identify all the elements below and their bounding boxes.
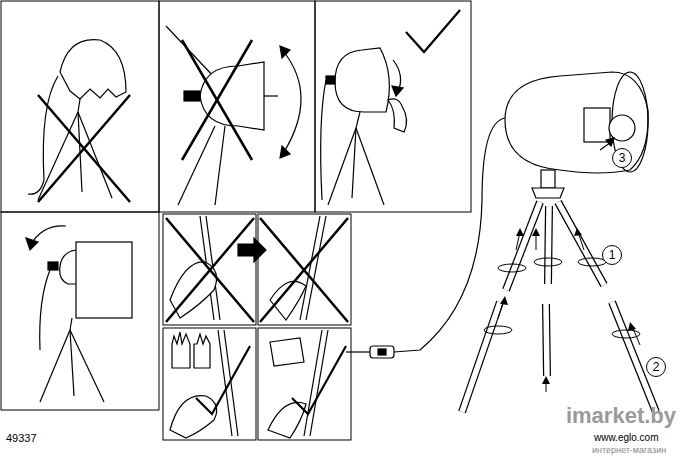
watermark: imarket.by — [566, 404, 676, 428]
rotated-shade — [166, 26, 301, 205]
callout-number: 3 — [619, 152, 626, 164]
callout-circle: 3 — [612, 148, 632, 168]
head-tilt — [26, 226, 132, 402]
cable-switch — [346, 118, 505, 358]
callout-circle: 1 — [602, 245, 622, 265]
model-number: 49337 — [6, 432, 37, 444]
panel-frames — [1, 1, 471, 440]
lamp-shade — [505, 72, 648, 198]
callout-circle: 2 — [646, 357, 666, 377]
tripod-legs — [462, 202, 656, 412]
watermark-subtitle: интернет-магазин — [592, 446, 666, 456]
tilt-correct — [321, 10, 460, 205]
website: www.eglo.com — [594, 432, 658, 443]
covered-lamp — [28, 40, 130, 202]
callout-number: 1 — [609, 249, 616, 261]
rod-handling — [166, 216, 348, 438]
callout-number: 2 — [653, 361, 660, 373]
